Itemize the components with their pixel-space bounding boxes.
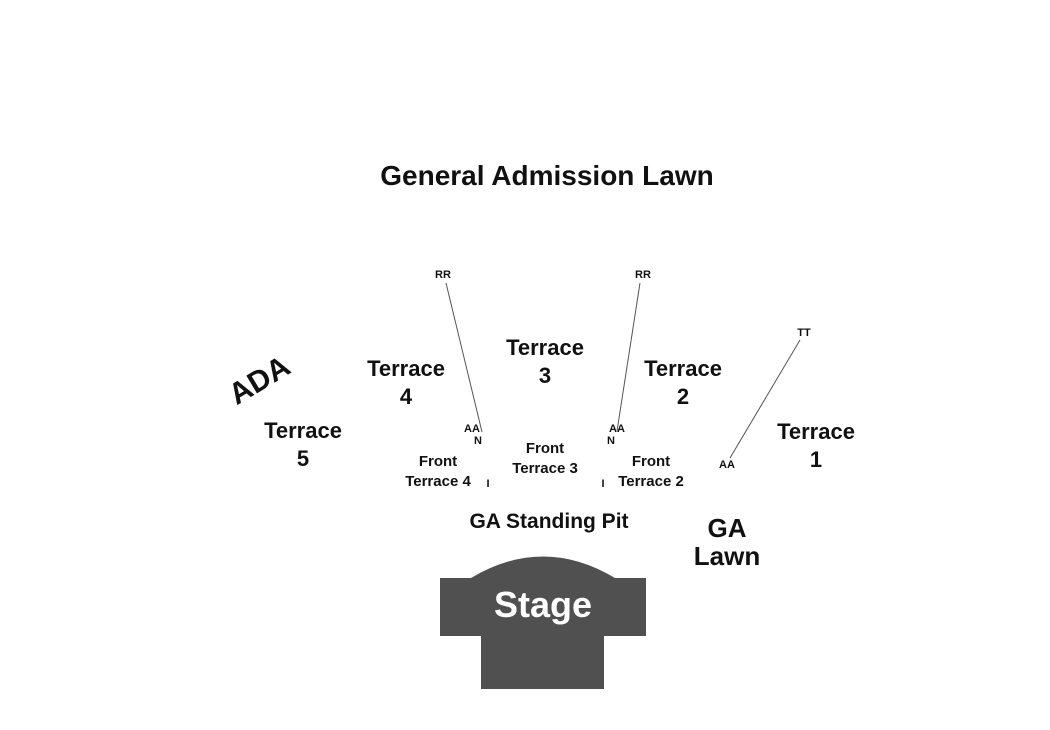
section-front-terrace-4-line1: Front: [418, 453, 458, 470]
row-label-left-i: I: [486, 478, 490, 490]
section-front-terrace-2[interactable]: Front Terrace 2: [606, 452, 696, 492]
section-ga-lawn[interactable]: GA Lawn: [677, 514, 777, 570]
divider-line-left: [445, 282, 483, 433]
row-label-left-aa: AA: [464, 423, 480, 435]
general-admission-lawn-title[interactable]: General Admission Lawn: [380, 160, 714, 191]
row-label-right-rr: RR: [635, 269, 651, 281]
row-label-right-n: N: [607, 435, 615, 447]
divider-line-right: [616, 282, 641, 432]
section-front-terrace-3[interactable]: Front Terrace 3: [500, 439, 590, 479]
section-terrace-1-line1: Terrace: [777, 419, 855, 444]
row-label-right-aa: AA: [609, 423, 625, 435]
section-ga-lawn-line1: GA: [707, 513, 747, 543]
stage-label: Stage: [493, 584, 593, 625]
section-terrace-5-line2: 5: [296, 446, 310, 471]
divider-line-far-right: [729, 339, 801, 459]
section-front-terrace-3-line2: Terrace 3: [512, 460, 578, 477]
row-label-far-right-tt: TT: [797, 327, 811, 339]
section-terrace-4-line1: Terrace: [367, 356, 445, 381]
section-terrace-3[interactable]: Terrace 3: [495, 334, 595, 390]
stage-shape[interactable]: [440, 556, 646, 690]
section-terrace-4-line2: 4: [399, 384, 413, 409]
section-terrace-5-line1: Terrace: [264, 418, 342, 443]
section-terrace-3-line2: 3: [538, 363, 552, 388]
section-front-terrace-2-line2: Terrace 2: [618, 473, 684, 490]
row-label-right-i: I: [601, 478, 605, 490]
section-ga-lawn-line2: Lawn: [693, 541, 761, 571]
section-terrace-2-line1: Terrace: [644, 356, 722, 381]
section-terrace-2[interactable]: Terrace 2: [633, 355, 733, 411]
row-label-far-right-aa: AA: [719, 459, 735, 471]
section-front-terrace-3-line1: Front: [525, 440, 565, 457]
section-ga-standing-pit[interactable]: GA Standing Pit: [469, 510, 629, 533]
section-front-terrace-4[interactable]: Front Terrace 4: [393, 452, 483, 492]
row-label-left-rr: RR: [435, 269, 451, 281]
section-front-terrace-4-line2: Terrace 4: [405, 473, 471, 490]
section-terrace-2-line2: 2: [676, 384, 690, 409]
section-terrace-1[interactable]: Terrace 1: [766, 418, 866, 474]
section-terrace-1-line2: 1: [809, 447, 823, 472]
section-terrace-3-line1: Terrace: [506, 335, 584, 360]
row-label-left-n: N: [474, 435, 482, 447]
section-front-terrace-2-line1: Front: [631, 453, 671, 470]
section-terrace-4[interactable]: Terrace 4: [356, 355, 456, 411]
section-terrace-5[interactable]: Terrace 5: [253, 417, 353, 473]
